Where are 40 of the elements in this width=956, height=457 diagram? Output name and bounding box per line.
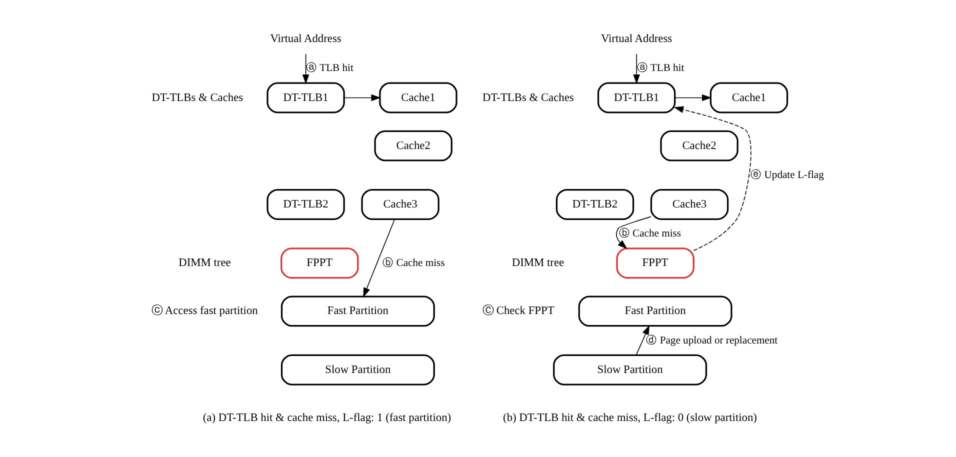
node-box: DT-TLB1 [596, 82, 676, 114]
arrow [674, 94, 712, 102]
label: DT-TLBs & Caches [482, 92, 574, 104]
arrow [302, 54, 309, 84]
edge-label: ⓐ TLB hit [636, 63, 684, 74]
node-box: Cache1 [709, 82, 788, 114]
arrow [616, 216, 651, 250]
label: (b) DT-TLB hit & cache miss, L-flag: 0 (slow partition) [502, 412, 756, 424]
arrow [343, 94, 380, 102]
edge-label: ⓐ TLB hit [306, 63, 353, 74]
node-box: Cache2 [374, 130, 452, 162]
label: ⓒ Access fast partition [151, 305, 258, 318]
arrow [635, 324, 650, 356]
node-text: Virtual Address [600, 33, 672, 46]
arrow [673, 106, 751, 251]
node-box: Cache3 [650, 188, 728, 220]
label: DIMM tree [511, 257, 564, 270]
edge-label: ⓓ Page upload or replacement [646, 335, 778, 346]
label: (a) DT-TLB hit & cache miss, L-flag: 1 (fast partition) [202, 412, 451, 424]
node-box: FPPT [280, 248, 358, 279]
node-box: Fast Partition [280, 296, 434, 327]
node-box: DT-TLB2 [555, 188, 634, 220]
edge-label: ⓔ Update L-flag [750, 170, 824, 181]
arrow [632, 54, 640, 84]
label: Ⓒ Check FPPT [482, 305, 554, 318]
label: DT-TLBs & Caches [151, 92, 243, 104]
label: DIMM tree [178, 257, 230, 270]
node-box: Cache1 [378, 82, 457, 114]
node-box: Slow Partition [552, 354, 707, 386]
node-box: FPPT [616, 248, 694, 279]
node-box: DT-TLB2 [266, 188, 344, 220]
edge-label: ⓑ Cache miss [382, 258, 444, 269]
edge-label: ⓑ Cache miss [618, 228, 681, 240]
arrow [362, 218, 395, 298]
node-text: Virtual Address [270, 33, 341, 46]
node-box: Slow Partition [280, 354, 434, 386]
node-box: Cache2 [660, 130, 738, 162]
node-box: Fast Partition [578, 296, 732, 327]
node-box: DT-TLB1 [266, 82, 344, 114]
node-box: Cache3 [360, 188, 439, 220]
